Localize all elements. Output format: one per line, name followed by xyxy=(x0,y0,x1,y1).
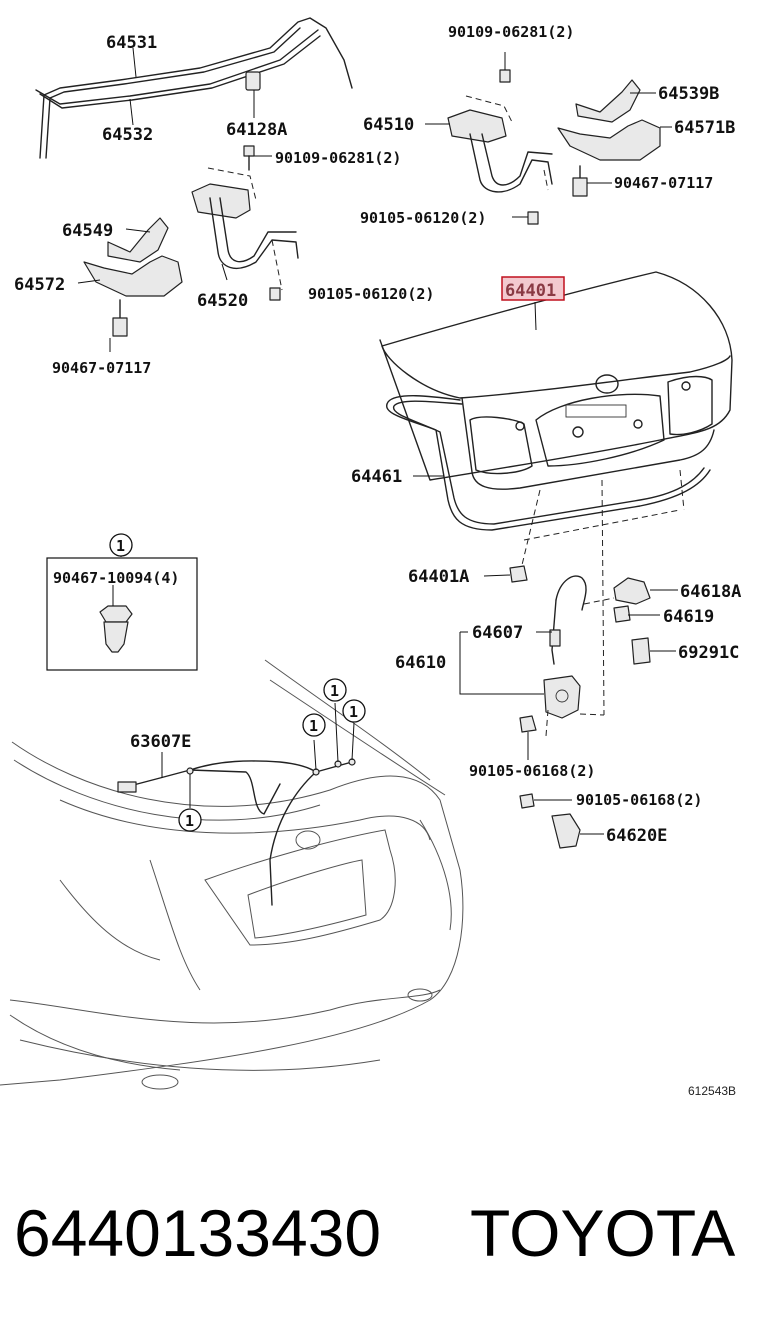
bumper-64401A xyxy=(483,565,528,583)
label-64401A: 64401A xyxy=(408,567,469,587)
label-64572: 64572 xyxy=(14,275,65,295)
small-parts-right xyxy=(583,577,678,665)
label-64461: 64461 xyxy=(351,467,402,487)
label-64620E: 64620E xyxy=(606,826,667,846)
diagram-code: 612543B xyxy=(688,1084,736,1098)
label-64607: 64607 xyxy=(472,623,523,643)
label-90467-clip: 90467-10094(4) xyxy=(53,569,179,587)
label-63607E: 63607E xyxy=(130,732,191,752)
label-64618A: 64618A xyxy=(680,582,741,602)
hinge-right-64510 xyxy=(425,52,553,225)
inset-clip-box xyxy=(46,546,198,671)
label-90109-right: 90109-06281(2) xyxy=(448,23,574,41)
callout-1-d: 1 xyxy=(185,812,194,830)
footer-part-number: 6440133430 xyxy=(14,1196,381,1270)
clip-64128A xyxy=(243,71,272,171)
callout-1-b: 1 xyxy=(309,717,318,735)
footer-brand: TOYOTA xyxy=(470,1196,735,1270)
callout-1-box: 1 xyxy=(116,537,125,555)
label-64532: 64532 xyxy=(102,125,153,145)
harness-63607E xyxy=(117,702,356,906)
label-64610: 64610 xyxy=(395,653,446,673)
label-90467-right: 90467-07117 xyxy=(614,174,713,192)
label-64520: 64520 xyxy=(197,291,248,311)
bracket-right-64539B xyxy=(557,79,672,197)
striker-64620E xyxy=(519,793,604,849)
callout-1-c: 1 xyxy=(349,703,358,721)
weatherstrip-64461 xyxy=(385,395,711,531)
label-64510: 64510 xyxy=(363,115,414,135)
label-64619: 64619 xyxy=(663,607,714,627)
bracket-left-64549 xyxy=(77,217,183,352)
car-rear-outline xyxy=(0,659,464,1090)
callout-1-a: 1 xyxy=(330,682,339,700)
label-90105-left: 90105-06120(2) xyxy=(308,285,434,303)
label-64571B: 64571B xyxy=(674,118,735,138)
part-labels: 64531 64532 64128A 90109-06281(2) 64549 … xyxy=(14,23,741,846)
label-64128A: 64128A xyxy=(226,120,287,140)
torsion-bars xyxy=(35,17,353,159)
label-90105-striker: 90105-06168(2) xyxy=(576,791,702,809)
lock-assembly-64610 xyxy=(459,575,605,760)
label-90105-right: 90105-06120(2) xyxy=(360,209,486,227)
highlight-box-64401 xyxy=(501,276,565,301)
label-64531: 64531 xyxy=(106,33,157,53)
callout-markers: 1 1 1 1 1 xyxy=(109,533,366,832)
hinge-left-64520 xyxy=(191,167,299,301)
label-90467-left: 90467-07117 xyxy=(52,359,151,377)
label-90105-lock: 90105-06168(2) xyxy=(469,762,595,780)
label-64539B: 64539B xyxy=(658,84,719,104)
label-90109-left: 90109-06281(2) xyxy=(275,149,401,167)
label-69291C: 69291C xyxy=(678,643,739,663)
label-64401: 64401 xyxy=(505,281,556,301)
label-64549: 64549 xyxy=(62,221,113,241)
